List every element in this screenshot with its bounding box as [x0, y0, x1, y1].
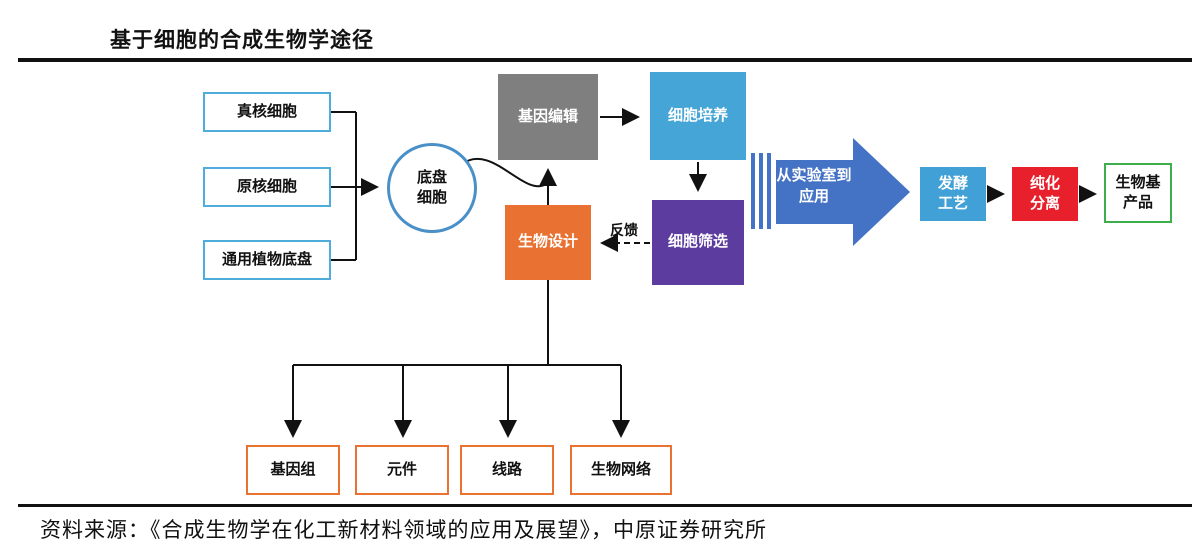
node-bio-network: 生物网络 — [570, 445, 672, 495]
node-circuits: 线路 — [460, 445, 554, 495]
node-parts: 元件 — [355, 445, 449, 495]
node-eukaryotic-cell: 真核细胞 — [203, 92, 331, 132]
node-gene-editing: 基因编辑 — [498, 74, 598, 160]
node-plant-chassis: 通用植物底盘 — [203, 240, 331, 280]
node-chassis-cell: 底盘 细胞 — [387, 143, 477, 233]
source-note: 资料来源：《合成生物学在化工新材料领域的应用及展望》，中原证券研究所 — [40, 518, 767, 542]
node-fermentation: 发酵 工艺 — [920, 167, 986, 221]
node-genome: 基因组 — [246, 445, 340, 495]
inputs-to-chassis-connector — [331, 111, 379, 261]
node-bio-product: 生物基 产品 — [1104, 163, 1172, 223]
node-purification: 纯化 分离 — [1012, 167, 1078, 221]
feedback-label: 反馈 — [610, 224, 638, 239]
title-divider — [18, 58, 1192, 62]
node-prokaryotic-cell: 原核细胞 — [203, 167, 331, 207]
bio-design-tree-connector — [284, 280, 630, 438]
page-title: 基于细胞的合成生物学途径 — [110, 28, 374, 52]
node-bio-design: 生物设计 — [505, 205, 591, 280]
source-divider — [18, 504, 1192, 507]
node-cell-culture: 细胞培养 — [650, 72, 746, 160]
node-cell-screening: 细胞筛选 — [652, 200, 744, 285]
lab-to-application-label: 从实验室到 应用 — [776, 168, 852, 205]
